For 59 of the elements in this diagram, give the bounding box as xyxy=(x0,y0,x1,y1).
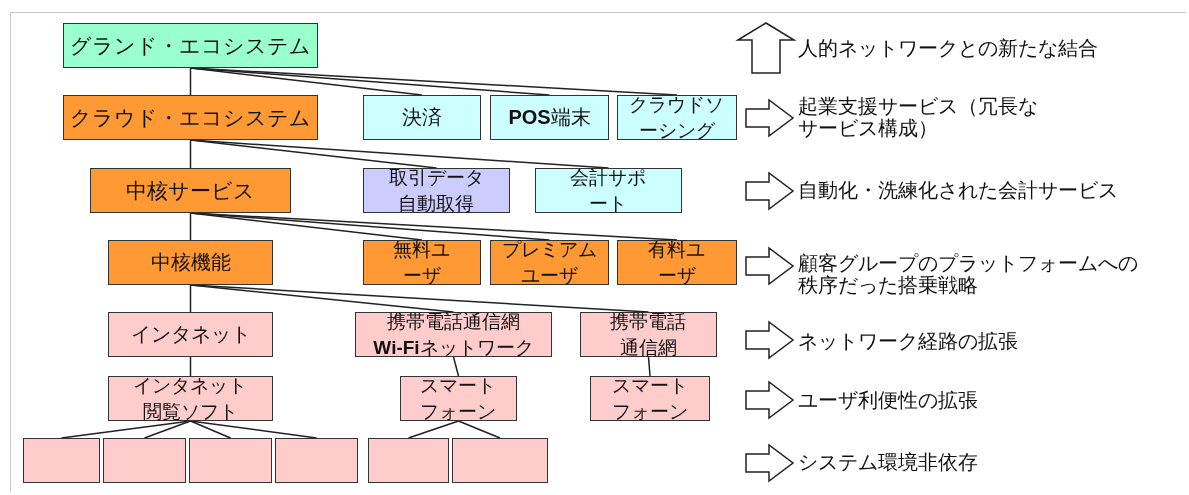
box-label: グランド・エコシステム xyxy=(70,32,311,59)
empty-box xyxy=(23,438,100,483)
process-box xyxy=(90,168,291,213)
box-label: POS端末 xyxy=(508,105,591,130)
process-box xyxy=(108,312,273,357)
box-label: 有料ユーザ xyxy=(647,237,707,288)
process-box xyxy=(363,240,481,285)
note-text: システム環境非依存 xyxy=(798,451,979,473)
box-label: スマートフォーン xyxy=(419,373,498,424)
box-label: クラウド・エコシステム xyxy=(70,104,311,131)
process-box xyxy=(400,376,517,421)
process-box xyxy=(355,312,552,357)
box-label: 無料ユーザ xyxy=(392,237,452,288)
process-box xyxy=(63,95,318,140)
box-label: Wi-Fiネットワーク xyxy=(373,335,534,360)
process-box xyxy=(590,376,710,421)
connector-line xyxy=(452,356,460,377)
note-text: 人的ネットワークとの新たな結合 xyxy=(798,37,1099,59)
empty-box xyxy=(452,438,548,483)
note-text: 顧客グループのプラットフォームへの秩序だった搭乗戦略 xyxy=(798,252,1139,296)
box-label: 決済 xyxy=(402,105,442,130)
box-label: クラウドソーシング xyxy=(628,92,726,143)
box-label: インタネット閲覧ソフト xyxy=(132,373,249,424)
process-box xyxy=(580,312,717,357)
connector-line xyxy=(143,420,192,439)
note-text: 自動化・洗練化された会計サービス xyxy=(798,179,1119,201)
empty-box xyxy=(368,438,449,483)
connector-line xyxy=(189,139,192,169)
connector-line xyxy=(189,212,192,241)
process-box xyxy=(490,240,609,285)
connector-line xyxy=(189,420,232,439)
process-box xyxy=(363,95,481,140)
process-box xyxy=(363,168,510,213)
box-label: インタネット xyxy=(130,322,251,347)
note-text: ユーザ利便性の拡張 xyxy=(798,389,979,411)
box-label: 中核機能 xyxy=(150,250,231,275)
note-text: ネットワーク経路の拡張 xyxy=(798,330,1019,352)
process-box xyxy=(617,240,737,285)
empty-box xyxy=(103,438,186,483)
process-box xyxy=(108,376,273,421)
process-box xyxy=(108,240,273,285)
box-label: 会計サポート xyxy=(569,165,648,216)
empty-box xyxy=(275,438,358,483)
connector-line xyxy=(647,356,651,377)
box-label: プレミアムユーザ xyxy=(501,237,598,288)
empty-box xyxy=(189,438,272,483)
box-label: スマートフォーン xyxy=(611,373,689,424)
process-box xyxy=(490,95,609,140)
connector-line xyxy=(189,284,192,313)
connector-line xyxy=(189,356,192,377)
connector-line xyxy=(189,67,192,96)
box-label: 携帯電話通信網 xyxy=(609,309,688,360)
process-box xyxy=(63,23,318,68)
box-label: 携帯電話通信網 xyxy=(387,309,520,334)
box-label: 取引データ自動取得 xyxy=(388,165,485,216)
process-box xyxy=(535,168,682,213)
process-box xyxy=(617,95,737,140)
note-text: 起業支援サービス（冗長なサービス構成） xyxy=(798,95,1039,139)
box-label: 中核サービス xyxy=(126,177,255,204)
